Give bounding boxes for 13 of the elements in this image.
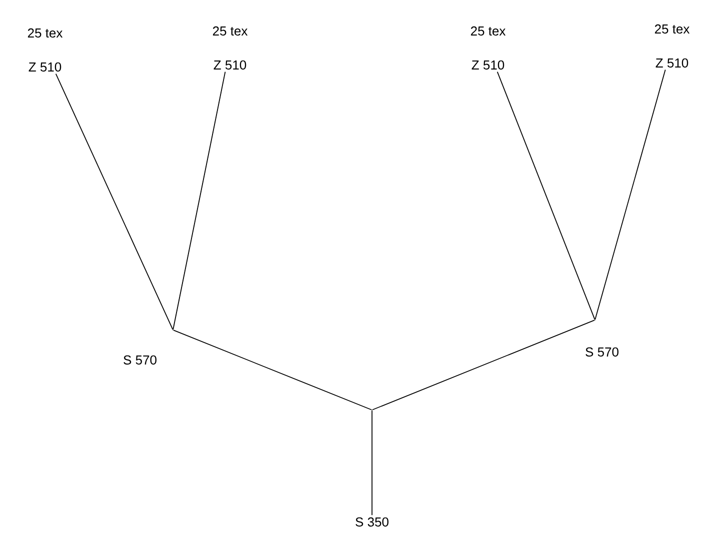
yarn-line bbox=[55, 73, 174, 330]
yarn-line bbox=[496, 71, 596, 320]
ply-label: S 570 bbox=[124, 355, 156, 365]
ply-label: S 570 bbox=[586, 347, 618, 357]
yarn-line bbox=[372, 320, 595, 410]
yarn-label: 25 tex Z 510 bbox=[28, 28, 63, 72]
yarn-line bbox=[173, 330, 372, 410]
yarn-line bbox=[594, 69, 666, 320]
yarn-line bbox=[172, 71, 226, 330]
yarn-label: 25 tex Z 510 bbox=[470, 26, 506, 70]
yarn-label: 25 tex Z 510 bbox=[212, 26, 248, 70]
yarn-label: 25 tex Z 510 bbox=[654, 24, 690, 68]
ply-label: S 350 bbox=[356, 517, 388, 527]
